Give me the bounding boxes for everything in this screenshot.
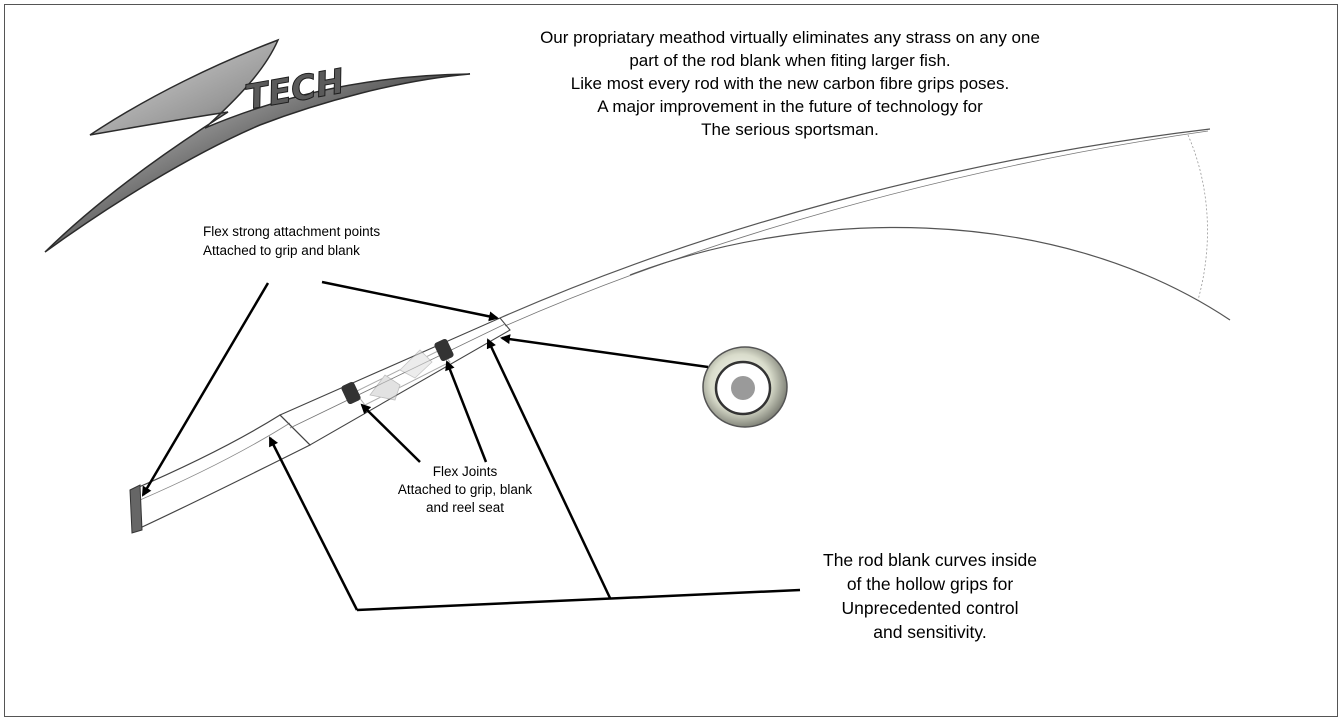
rod-blank <box>499 128 1231 327</box>
headline-line-1: Our propriatary meathod virtually elimin… <box>540 28 1040 47</box>
rear-grip <box>131 414 312 529</box>
arrow-to-blank <box>486 338 612 599</box>
fore-grip-tube <box>279 317 511 446</box>
ztech-logo: TECH <box>44 38 471 253</box>
grip-blank-line <box>289 323 506 429</box>
headline-line-3: Like most every rod with the new carbon … <box>570 74 1010 93</box>
annotation-arrows <box>141 280 801 612</box>
grip-assembly <box>129 317 511 534</box>
headline-text: Our propriatary meathod virtually elimin… <box>470 26 1110 141</box>
rod-blank-note-line-1: The rod blank curves inside <box>823 550 1037 570</box>
bottom-connector-line <box>356 588 801 612</box>
flex-joint-rear <box>341 381 361 405</box>
flex-joints-line-3: and reel seat <box>425 500 505 515</box>
rod-blank-note-line-4: and sensitivity. <box>873 622 987 642</box>
attachment-points-label: Flex strong attachment points Attached t… <box>203 222 380 260</box>
rod-blank-note-line-2: of the hollow grips for <box>846 574 1014 594</box>
arrow-to-grip-end <box>321 280 499 322</box>
flex-joints-line-2: Attached to grip, blank <box>397 482 533 497</box>
arrow-to-front-joint <box>445 360 488 463</box>
rod-blank-note: The rod blank curves inside of the hollo… <box>790 548 1070 644</box>
flex-joints-label: Flex Joints Attached to grip, blank and … <box>370 463 560 517</box>
rod-blank-bent <box>629 226 1231 321</box>
flex-joint-front <box>434 338 454 362</box>
reel-seat <box>354 349 451 406</box>
rod-flex-arc <box>1187 134 1208 301</box>
attachment-label-line-2: Attached to grip and blank <box>203 243 360 258</box>
guide-ring <box>702 346 788 428</box>
arrow-from-ring <box>500 334 709 369</box>
headline-line-5: The serious sportsman. <box>701 120 879 139</box>
logo-z-shape <box>44 38 471 253</box>
arrow-to-rear-grip <box>268 436 359 611</box>
arrow-to-rear-joint <box>360 403 421 463</box>
headline-line-2: part of the rod blank when fiting larger… <box>629 51 951 70</box>
arrow-to-butt <box>141 282 270 497</box>
butt-cap <box>129 484 143 534</box>
rod-blank-outer <box>499 128 1211 319</box>
headline-line-4: A major improvement in the future of tec… <box>597 97 983 116</box>
rear-grip-inner <box>139 422 291 501</box>
rod-blank-note-line-3: Unprecedented control <box>841 598 1019 618</box>
rod-blank-inner <box>504 130 1209 327</box>
attachment-label-line-1: Flex strong attachment points <box>203 224 381 239</box>
flex-joints-line-1: Flex Joints <box>432 464 498 479</box>
